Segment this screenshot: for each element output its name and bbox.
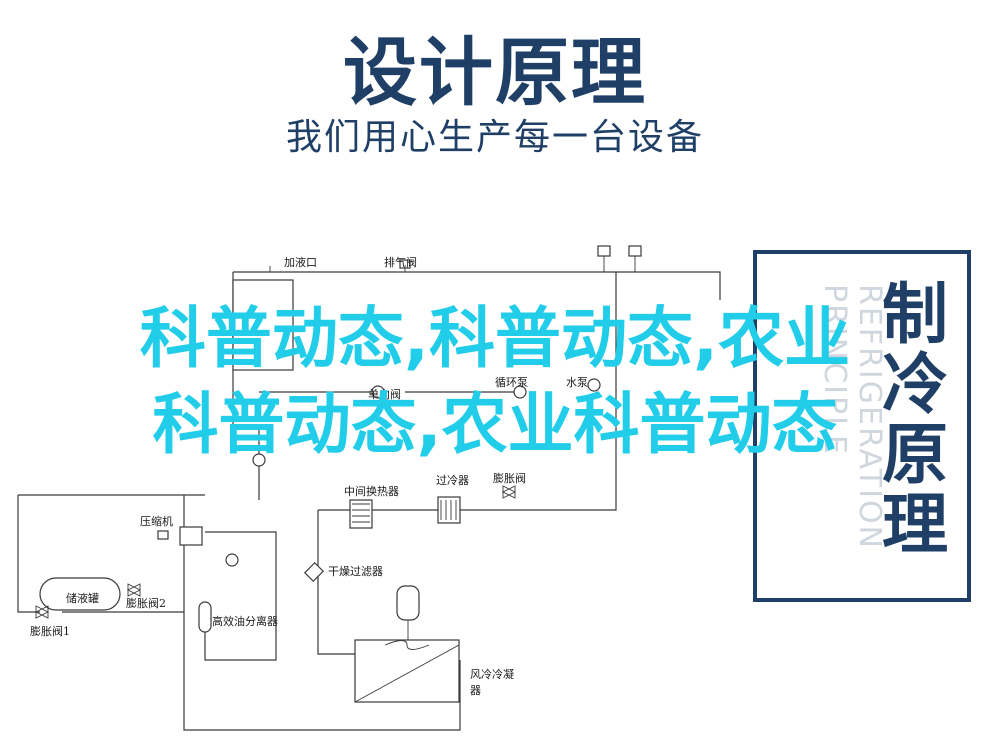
expansion-valve-icon (501, 485, 517, 499)
circulation-pump-icon (513, 385, 527, 399)
top-pipe (233, 271, 721, 300)
expansion-valve-1-icon (34, 605, 50, 619)
tank-top (232, 279, 294, 371)
one-way-valve-icon (371, 385, 385, 399)
label-subcooler: 过冷器 (436, 474, 469, 487)
fan-motor-icon (396, 585, 420, 621)
lower-gauge-icon (252, 453, 266, 467)
mid-exchanger-pipe (317, 509, 580, 655)
subcooler-icon (437, 496, 461, 524)
exchanger-coil (352, 503, 370, 523)
label-water-pump: 水泵 (566, 376, 588, 389)
panel-char-1: 制 (882, 276, 948, 353)
gauge-icon (225, 553, 239, 567)
exhaust-valve-icon (399, 259, 411, 269)
panel-title: 制 冷 原 理 (875, 280, 955, 560)
page-title: 设计原理 (343, 30, 647, 116)
left-loop (17, 494, 205, 613)
valve-top-1 (597, 245, 611, 257)
water-pump-icon (587, 378, 601, 392)
refrigeration-principle-panel: REFRIGERATION PRINCIPLE 制 冷 原 理 (753, 250, 971, 602)
compressor-box (179, 526, 203, 546)
label-fill-port: 加液口 (284, 255, 317, 269)
oil-sep-pipe (204, 531, 277, 661)
panel-char-4: 理 (882, 486, 948, 563)
fan-icon (384, 640, 430, 650)
label-receiver: 储液罐 (66, 591, 99, 605)
label-exhaust-valve: 排气阀 (384, 255, 417, 269)
receiver-tank (39, 577, 121, 611)
label-expansion-valve-2: 膨胀阀2 (126, 596, 166, 610)
page-subtitle: 我们用心生产每一台设备 (285, 117, 704, 158)
intermediate-exchanger-icon (349, 499, 373, 529)
dry-filter-icon (303, 561, 325, 583)
label-expansion-valve-1: 膨胀阀1 (30, 624, 70, 638)
valve-top-2 (628, 245, 642, 257)
expansion-valve-2-icon (126, 583, 142, 597)
label-one-way-valve: 单向阀 (368, 387, 401, 401)
label-oil-separator: 高效油分离器 (212, 614, 278, 628)
overlay-text-line-2: 科普动态,农业科普动态 (152, 386, 838, 463)
label-compressor: 压缩机 (140, 514, 173, 528)
air-condenser-box (354, 639, 460, 703)
label-air-condenser-2: 器 (470, 684, 481, 697)
compressor-port (157, 530, 169, 540)
compressor-vertical (183, 495, 461, 731)
condenser-diag (354, 644, 460, 703)
label-dry-filter: 干燥过滤器 (328, 565, 383, 578)
panel-char-2: 冷 (882, 346, 948, 423)
oil-separator-icon (198, 601, 212, 633)
panel-ghost-text: REFRIGERATION PRINCIPLE (817, 284, 887, 550)
right-pipe (580, 272, 617, 511)
label-circulation-pump: 循环泵 (495, 376, 528, 389)
label-intermediate-exchanger: 中间换热器 (344, 484, 399, 498)
panel-char-3: 原 (882, 416, 948, 493)
label-expansion-valve: 膨胀阀 (493, 471, 526, 485)
subcooler-coil (440, 500, 457, 520)
overlay-text-line-1: 科普动态,科普动态,农业 (139, 300, 851, 377)
label-air-condenser-1: 风冷冷凝 (470, 667, 514, 681)
